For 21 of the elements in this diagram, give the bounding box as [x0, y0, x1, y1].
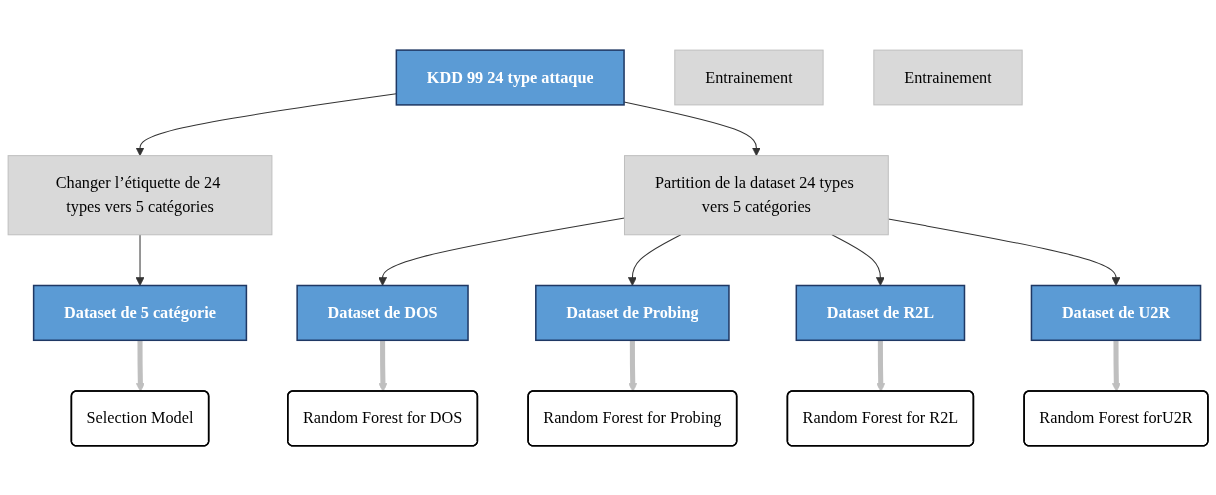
- node-box: Dataset de R2L: [795, 284, 966, 341]
- arrow: [135, 339, 145, 392]
- node-box: Entrainement: [674, 49, 824, 105]
- node-box: Dataset de U2R: [1030, 284, 1202, 341]
- arrow: [627, 233, 682, 286]
- node-box: KDD 99 24 type attaque: [395, 48, 625, 106]
- arrow: [135, 92, 397, 156]
- node-box: Dataset de Probing: [535, 284, 730, 341]
- arrow: [378, 217, 625, 286]
- node-box: Dataset de DOS: [296, 284, 469, 341]
- arrow: [831, 233, 885, 286]
- arrow: [623, 100, 761, 156]
- arrow: [1111, 339, 1121, 392]
- arrow: [628, 339, 638, 392]
- node-box: Partition de la dataset 24 types vers 5 catégories: [624, 154, 889, 235]
- node-box: Dataset de 5 catégorie: [32, 284, 248, 341]
- arrow: [135, 233, 145, 286]
- arrow: [378, 339, 388, 392]
- arrow: [876, 339, 886, 392]
- node-box: Changer l’étiquette de 24 types vers 5 catégories: [7, 154, 273, 235]
- node-box: Entrainement: [873, 49, 1023, 105]
